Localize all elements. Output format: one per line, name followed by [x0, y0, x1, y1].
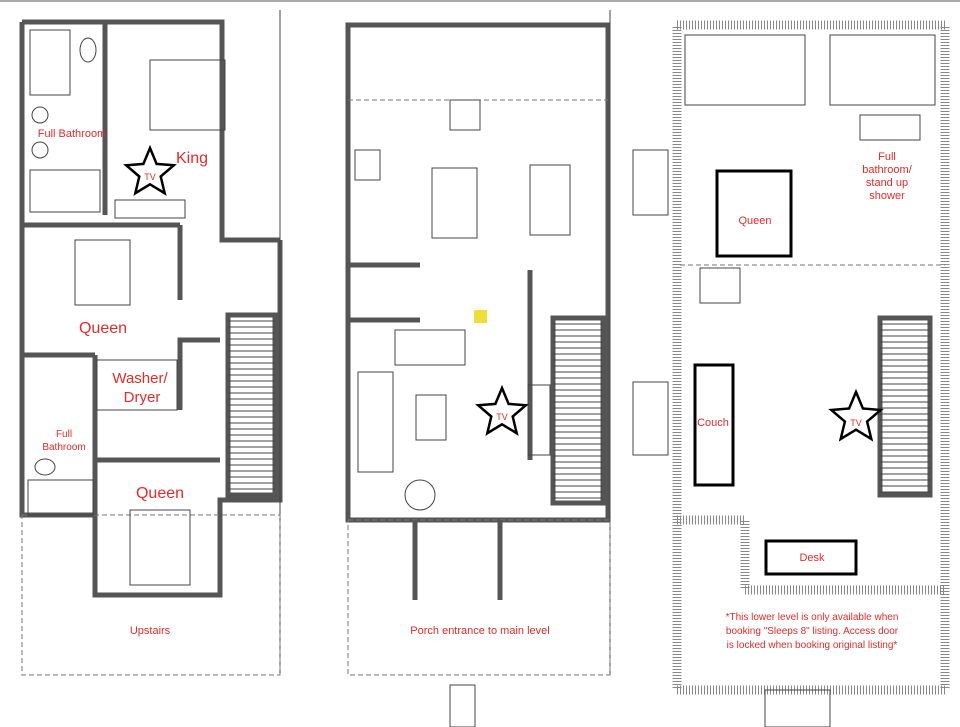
room-label-bath-4: shower	[869, 190, 905, 202]
storage-area	[684, 34, 806, 106]
exit-well	[764, 689, 831, 727]
dresser	[114, 199, 186, 219]
room-label-full: Full	[56, 429, 72, 440]
queen-bed-box	[715, 169, 793, 258]
kitchen-sink	[354, 149, 381, 181]
coffee-table	[415, 394, 447, 441]
upstairs-walls	[19, 19, 283, 598]
washer-dryer	[96, 359, 178, 411]
main-interior-walls	[348, 262, 533, 600]
room-label-queen-2: Queen	[136, 485, 184, 502]
room-label-king: King	[176, 150, 208, 167]
tv-label: TV	[850, 418, 862, 428]
main-staircase[interactable]	[550, 315, 606, 506]
main-porch-outline	[347, 519, 611, 676]
room-label-dryer: Dryer	[124, 389, 161, 406]
lower-walls	[672, 20, 950, 695]
lower-inner-wall	[677, 515, 945, 595]
main-walls	[345, 22, 611, 523]
star-shape	[828, 388, 884, 442]
upstairs-staircase[interactable]	[225, 312, 278, 498]
star-shape	[475, 384, 529, 436]
lower-level-plan: Queen Full bathroom/ stand up shower Cou…	[632, 20, 950, 727]
kitchen-island	[431, 167, 478, 239]
room-label-bathroom: Bathroom	[42, 442, 85, 453]
bathtub	[29, 169, 101, 213]
room-label-full-bathroom: Full Bathroom	[38, 128, 106, 140]
room-label-queen: Queen	[738, 215, 771, 227]
desk-box	[764, 539, 858, 576]
room-label-couch: Couch	[697, 417, 729, 429]
shower	[699, 267, 741, 304]
main-level-plan: TV Porch entrance to main level	[345, 10, 611, 727]
tv-console	[527, 384, 551, 456]
room-label-queen: Queen	[79, 320, 127, 337]
room-label-bath-2: bathroom/	[862, 164, 912, 176]
yellow-marker	[474, 310, 487, 323]
caption-upstairs: Upstairs	[130, 625, 171, 637]
cooktop	[449, 99, 481, 131]
sofa	[394, 329, 466, 366]
king-bed	[149, 59, 226, 131]
sink	[31, 141, 49, 159]
upstairs-interior-walls	[22, 22, 220, 515]
availability-note-1: *This lower level is only available when	[726, 612, 899, 623]
tub	[859, 114, 921, 141]
couch-box	[693, 363, 735, 487]
room-label-desk: Desk	[799, 552, 825, 564]
tv-star-icon	[475, 384, 529, 436]
dining-table	[529, 164, 571, 236]
availability-note-2: booking "Sleeps 8" listing. Access door	[726, 626, 899, 637]
room-label-bath-1: Full	[878, 151, 896, 163]
lower-staircase[interactable]	[877, 315, 933, 498]
availability-note-3: is locked when booking original listing*	[727, 640, 898, 651]
sink	[31, 106, 49, 124]
tv-label: TV	[144, 172, 156, 182]
window-wells	[632, 149, 669, 456]
stair-outline	[877, 315, 933, 498]
toilet	[79, 37, 97, 63]
caption-main-level: Porch entrance to main level	[410, 625, 549, 637]
sectional-couch	[357, 371, 394, 473]
queen-bed-2	[129, 509, 191, 586]
room-label-washer: Washer/	[112, 370, 168, 387]
stair-outline	[550, 315, 606, 506]
upstairs-plan: Full Bathroom King TV Queen Washer/ Drye…	[19, 10, 283, 676]
bathtub-2	[27, 479, 94, 516]
tv-star-icon	[828, 388, 884, 442]
queen-bed-1	[74, 239, 131, 306]
upstairs-porch-outline	[21, 514, 281, 676]
shower-stall	[29, 29, 71, 96]
tv-star-icon	[123, 144, 177, 196]
armchair	[404, 479, 436, 511]
room-label-bath-3: stand up	[866, 177, 908, 189]
toilet-2	[34, 458, 56, 476]
porch-steps	[449, 684, 476, 727]
star-shape	[123, 144, 177, 196]
storage-area-2	[829, 34, 936, 106]
tv-label: TV	[496, 412, 508, 422]
